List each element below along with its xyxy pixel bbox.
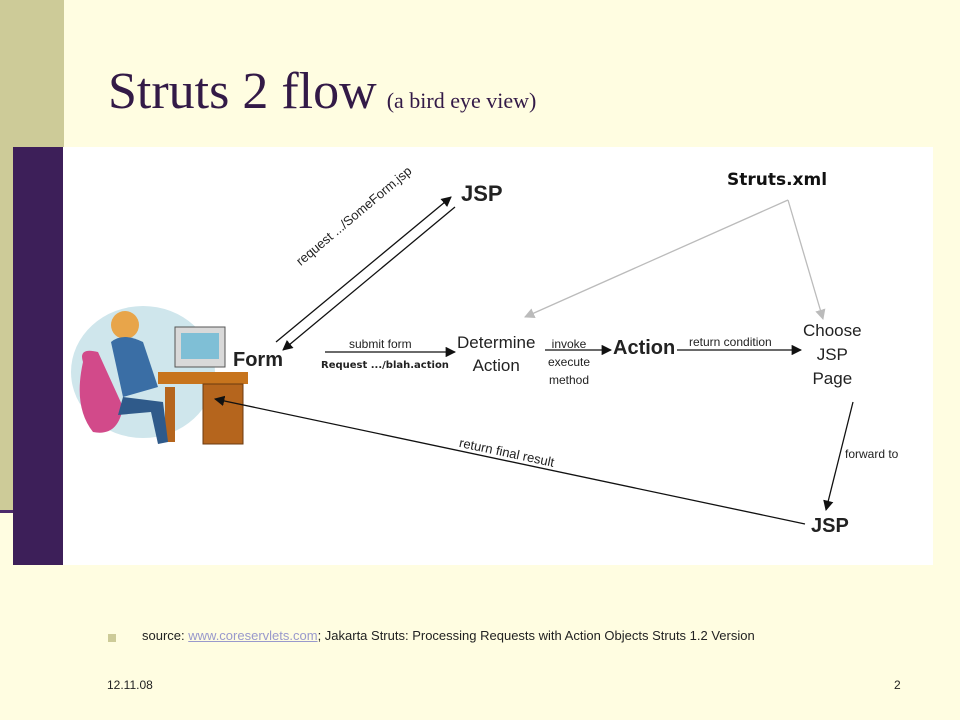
- choose-line3: Page: [812, 369, 853, 388]
- title-subtitle: (a bird eye view): [386, 88, 537, 113]
- footer-date: 12.11.08: [107, 678, 153, 692]
- monitor-screen: [181, 333, 219, 359]
- node-jsp-bottom: JSP: [811, 515, 849, 537]
- source-link[interactable]: www.coreservlets.com: [188, 628, 318, 643]
- determine-line2: Action: [472, 356, 520, 375]
- arrow-jsp-to-form: [282, 206, 456, 351]
- arrow-form-to-jsp: [275, 196, 452, 343]
- determine-line1: Determine: [457, 333, 536, 352]
- node-form: Form: [233, 349, 283, 371]
- title-main: Struts 2 flow: [108, 63, 377, 120]
- label-forward-to: forward to: [845, 447, 899, 461]
- chair-icon: [79, 350, 123, 433]
- label-return-condition: return condition: [689, 335, 772, 349]
- label-invoke-execute-method: invoke execute method: [548, 335, 590, 389]
- arrow-strutsxml-to-determine: [524, 199, 789, 318]
- node-struts-xml: Struts.xml: [727, 170, 828, 190]
- node-jsp-top: JSP: [461, 181, 503, 206]
- arrow-return-final-result: [213, 395, 806, 525]
- person-legs: [118, 397, 168, 444]
- page-number: 2: [894, 678, 901, 692]
- arrow-strutsxml-to-choose: [787, 199, 826, 320]
- desk-leg: [165, 387, 175, 442]
- label-submit-form: submit form: [349, 337, 412, 351]
- purple-side-strip: [13, 147, 63, 565]
- diagram-arrows: [71, 196, 854, 525]
- person-body: [111, 337, 158, 397]
- flow-diagram: JSP Struts.xml Form Determine Action Act…: [63, 147, 933, 565]
- desk-drawers: [202, 383, 244, 445]
- node-action: Action: [613, 337, 676, 359]
- person-head: [111, 311, 139, 339]
- arrow-forward-to: [823, 401, 854, 512]
- source-prefix: source:: [142, 628, 189, 643]
- label-invoke: invoke: [551, 337, 587, 351]
- node-choose-jsp-page: Choose JSP Page: [803, 319, 862, 391]
- user-at-computer-clipart: [71, 306, 248, 445]
- choose-line2: JSP: [816, 345, 848, 364]
- desk-top: [158, 372, 248, 384]
- slide-title: Struts 2 flow (a bird eye view): [108, 62, 536, 121]
- source-line: source: www.coreservlets.com; Jakarta St…: [142, 628, 755, 643]
- source-suffix: ; Jakarta Struts: Processing Requests wi…: [317, 628, 755, 643]
- choose-line1: Choose: [803, 321, 862, 340]
- label-execute: execute: [548, 355, 591, 369]
- label-method: method: [549, 373, 590, 387]
- node-determine-action: Determine Action: [457, 331, 535, 377]
- label-request-blah-action: Request .../blah.action: [321, 360, 449, 371]
- bullet-marker: [108, 634, 116, 642]
